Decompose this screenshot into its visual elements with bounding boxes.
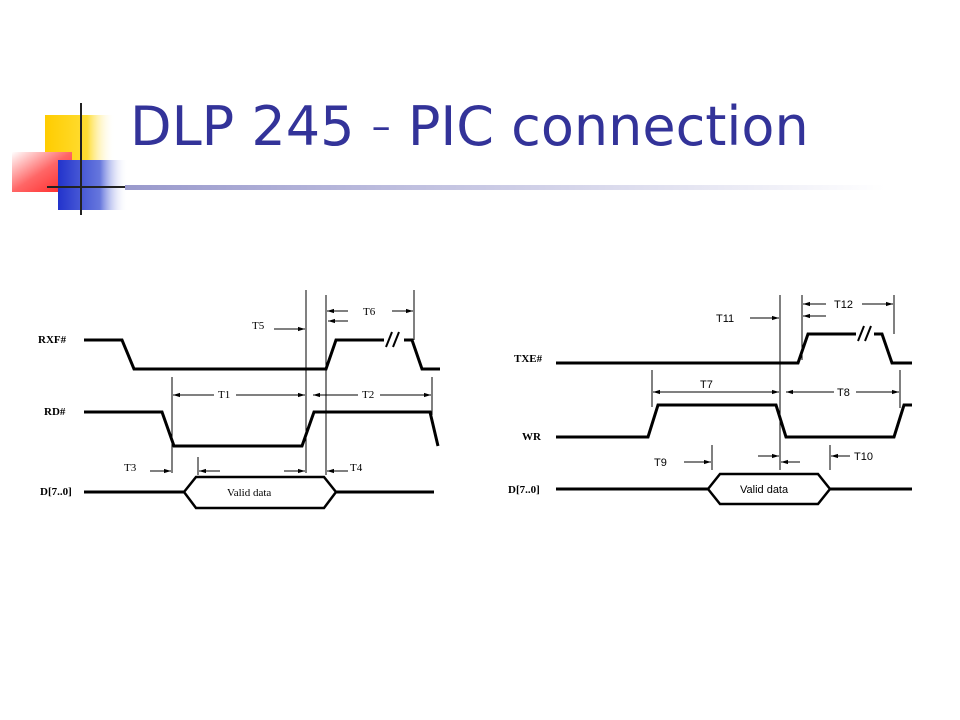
timing-label-t8: T8 xyxy=(837,387,850,399)
timing-label-t12: T12 xyxy=(834,299,853,311)
slide-decoration xyxy=(12,103,885,215)
rxf-waveform-tail xyxy=(404,338,440,371)
rxf-waveform xyxy=(84,338,384,371)
timing-label-t6: T6 xyxy=(363,306,376,318)
signal-label-data: D[7..0] xyxy=(40,486,72,498)
timing-label-t10: T10 xyxy=(854,451,873,463)
timing-label-t2: T2 xyxy=(362,389,374,401)
valid-data-label-w: Valid data xyxy=(740,484,789,496)
timing-label-t1: T1 xyxy=(218,389,230,401)
valid-data-label: Valid data xyxy=(227,487,271,499)
page-title: DLP 245 – PIC connection xyxy=(130,100,809,154)
data-bus-waveform-w xyxy=(556,472,912,506)
txe-waveform-tail xyxy=(874,332,912,365)
txe-waveform xyxy=(556,332,856,365)
read-timing-diagram: RXF# RD# D[7..0] Valid data T5 T6 T1 T2 … xyxy=(38,290,440,510)
decor-blue-square xyxy=(58,160,128,210)
rxf-break-mark xyxy=(384,331,404,348)
title-part1: DLP 245 xyxy=(130,95,355,158)
signal-label-rxf: RXF# xyxy=(38,334,67,346)
txe-break-mark xyxy=(856,325,874,342)
timing-label-t4: T4 xyxy=(350,462,363,474)
title-part2: PIC connection xyxy=(407,95,809,158)
timing-label-t3: T3 xyxy=(124,462,137,474)
data-bus-waveform xyxy=(84,475,434,510)
timing-label-t9: T9 xyxy=(654,457,667,469)
title-underline xyxy=(125,185,885,190)
timing-label-t11: T11 xyxy=(716,313,734,325)
title-dash: – xyxy=(371,104,391,148)
timing-label-t7: T7 xyxy=(700,379,713,391)
wr-waveform xyxy=(556,403,912,439)
timing-label-t5: T5 xyxy=(252,320,265,332)
signal-label-txe: TXE# xyxy=(514,353,543,365)
signal-label-wr: WR xyxy=(522,431,542,443)
signal-label-data-w: D[7..0] xyxy=(508,484,540,496)
signal-label-rd: RD# xyxy=(44,406,66,418)
rd-waveform xyxy=(84,410,440,448)
write-timing-diagram: TXE# WR D[7..0] Valid data T11 T12 T7 T8… xyxy=(508,295,912,506)
